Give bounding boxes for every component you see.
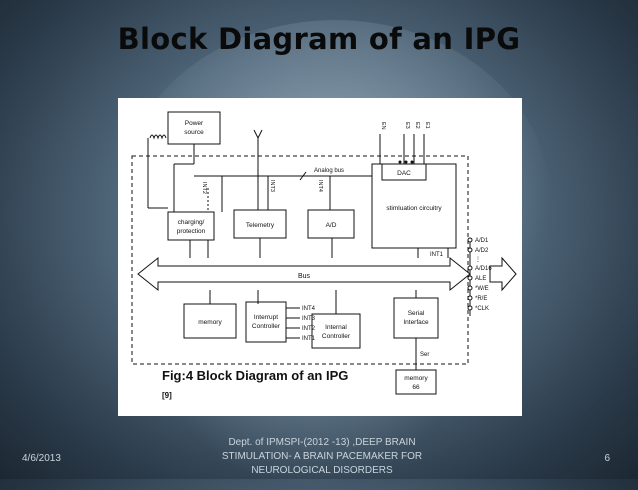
internal-label-1: Internal	[325, 324, 347, 331]
int-line-3: INT2	[302, 326, 316, 332]
interrupt-controller-block	[245, 301, 287, 343]
pin-1: A/D1	[475, 238, 489, 244]
ad-block	[307, 209, 355, 239]
pin-7: *R/E	[475, 296, 487, 302]
interrupt-label-2: Controller	[252, 323, 281, 330]
antenna-icon	[253, 129, 263, 158]
int-line-1: INT4	[302, 306, 316, 312]
charging-label-2: protection	[177, 228, 206, 235]
stim-label: stimluation circuitry	[386, 205, 442, 212]
pin-4: A/D16	[475, 266, 492, 272]
right-arrow-icon	[489, 256, 517, 292]
figure-caption-text: Fig:4 Block Diagram of an IPG	[162, 368, 349, 383]
memory-label: memory	[198, 319, 222, 326]
memory66-label-2: 66	[412, 384, 420, 391]
dac-label: DAC	[397, 170, 411, 177]
int-line-2: INT3	[302, 316, 316, 322]
int4-label: INT4	[317, 180, 323, 192]
pin-5: ALE	[475, 276, 486, 282]
pin-3: ⋮	[475, 257, 481, 263]
charging-protection-block	[167, 211, 215, 241]
serial-label-2: Interface	[403, 319, 429, 326]
bus-label: Bus	[298, 273, 311, 280]
en-label: EN	[380, 122, 386, 130]
figure-caption: Fig:4 Block Diagram of an IPG [9]	[162, 366, 352, 409]
ad-label: A/D	[326, 222, 337, 229]
int-line-4: INT1	[302, 336, 316, 342]
block-diagram-figure: Power source charging/ protection Teleme…	[118, 98, 522, 416]
page-number: 6	[604, 453, 610, 464]
internal-controller-block	[311, 313, 361, 349]
footer-date: 4/6/2013	[22, 453, 61, 464]
interrupt-label-1: Interrupt	[254, 314, 278, 321]
coil-icon	[149, 134, 167, 140]
internal-label-2: Controller	[322, 333, 351, 340]
int3-label: INT3	[269, 180, 275, 192]
block-diagram: Power source charging/ protection Teleme…	[131, 111, 517, 395]
ser-label: Ser	[420, 352, 429, 358]
e1-label: E1	[424, 122, 430, 129]
telemetry-label: Telemetry	[246, 222, 275, 229]
ipg-boundary	[131, 155, 469, 365]
footer-text: Dept. of IPMSPI-(2012 -13) ,DEEP BRAIN S…	[221, 437, 423, 476]
int2-label: INT2	[201, 182, 207, 194]
slide-title: Block Diagram of an IPG	[117, 22, 521, 56]
figure-citation: [9]	[162, 391, 172, 400]
pin-2: A/D2	[475, 248, 489, 254]
analog-bus-label: Analog bus	[314, 168, 344, 174]
memory-66-block	[395, 369, 437, 395]
serial-label-1: Serial	[408, 310, 425, 317]
e3-label: E3	[404, 122, 410, 129]
power-source-label-1: Power	[185, 120, 204, 127]
e2-label: E2	[414, 122, 420, 129]
stim-int1-label: INT1	[430, 252, 444, 258]
power-source-block	[167, 111, 221, 145]
memory-block	[183, 303, 237, 339]
serial-interface-block	[393, 297, 439, 339]
pin-6: *W/E	[475, 286, 489, 292]
power-source-label-2: source	[184, 129, 204, 136]
charging-label-1: charging/	[178, 219, 205, 226]
memory66-label-1: memory	[404, 375, 428, 382]
pin-8: *CLK	[475, 306, 489, 312]
